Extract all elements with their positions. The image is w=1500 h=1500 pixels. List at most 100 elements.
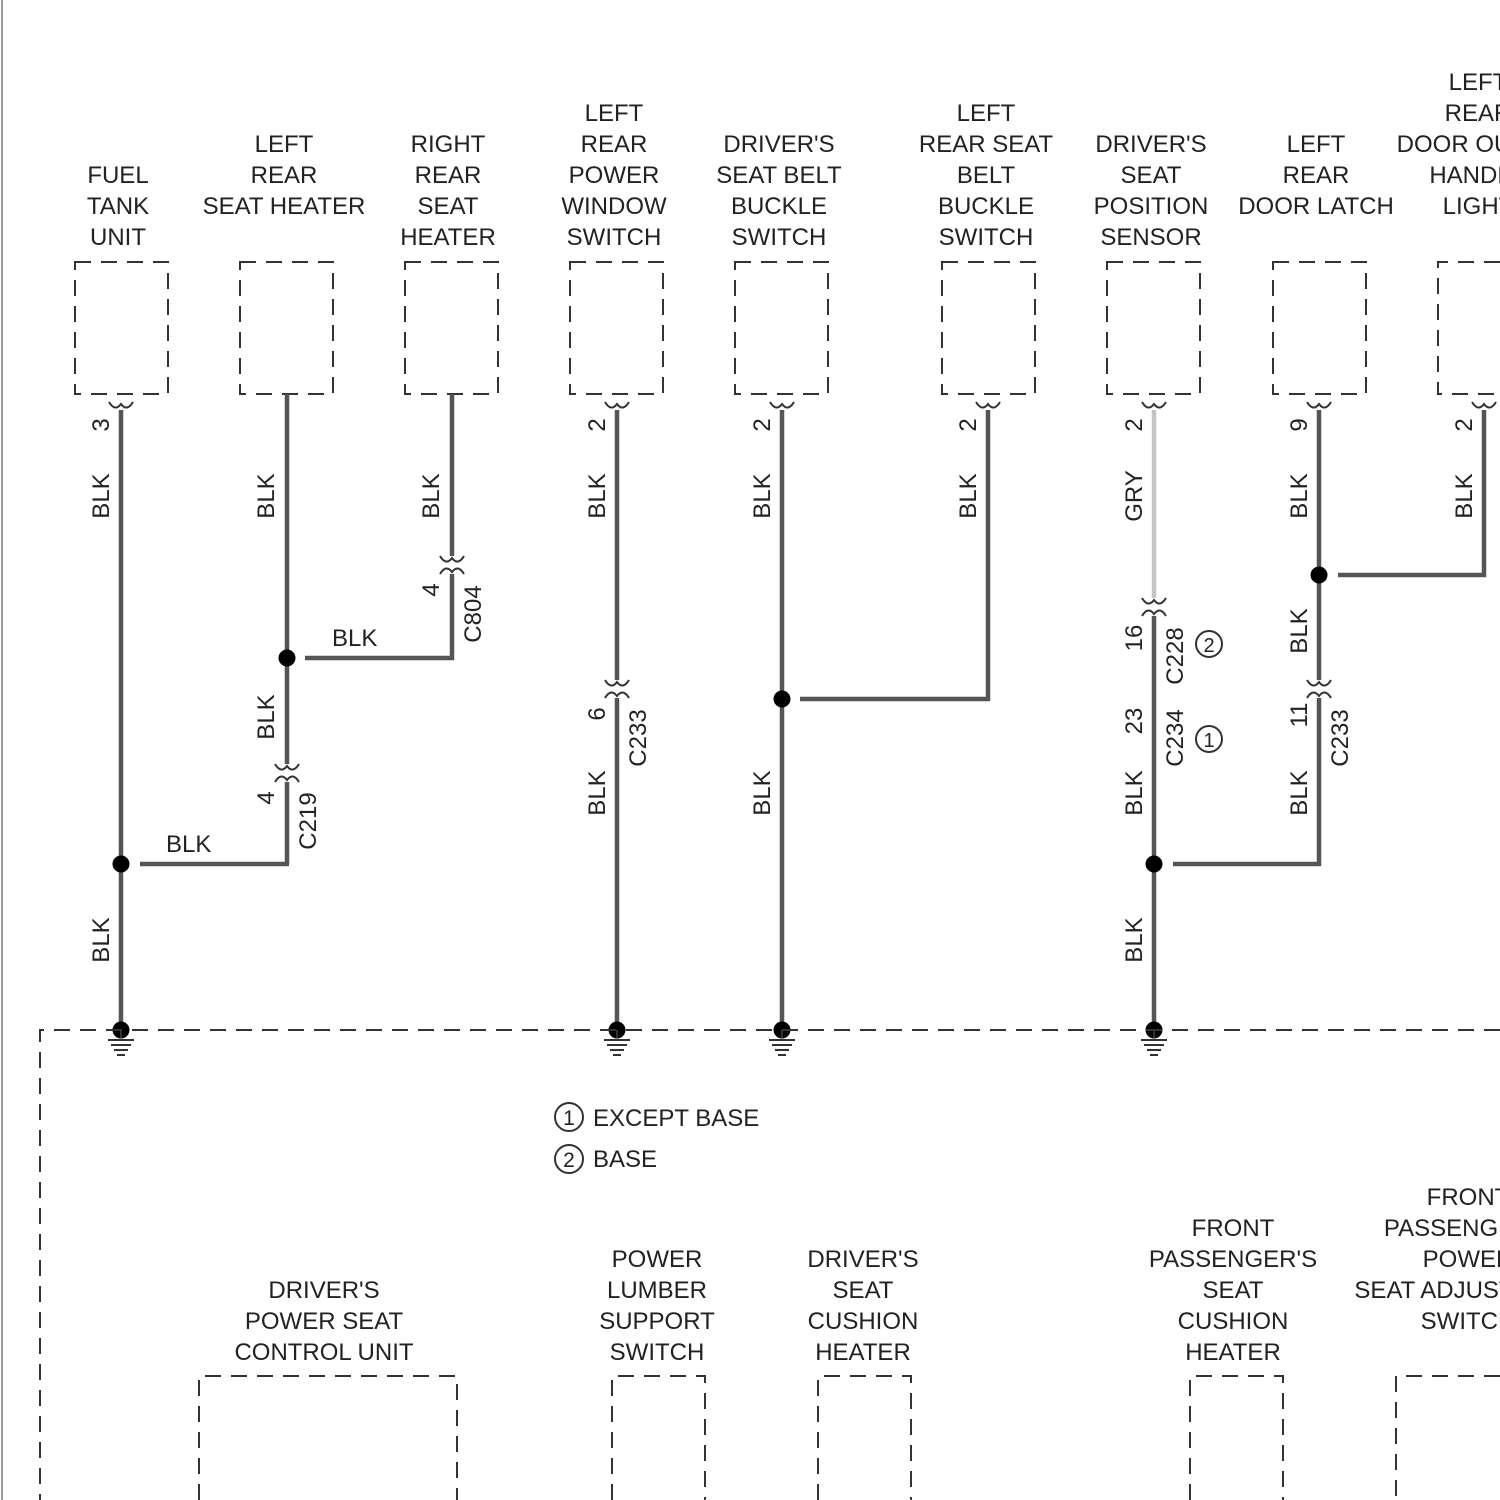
component-label: DRIVER'S (268, 1277, 379, 1304)
pin-label: 2 (1451, 418, 1478, 431)
connector-icon (440, 556, 464, 574)
component-label: DOOR OUTER (1397, 131, 1500, 158)
component-label: REAR (1445, 100, 1500, 127)
splice-dot (279, 650, 296, 667)
ground-icon (769, 1030, 795, 1055)
connector-pin: 4 (253, 791, 280, 804)
component-box (405, 262, 498, 394)
component-label: PASSENGER'S (1384, 1215, 1500, 1242)
component-fuel-tank-unit: FUEL TANK UNIT (75, 162, 168, 394)
wire-color-label: BLK (253, 473, 280, 518)
component-drivers-power-seat-control-unit: DRIVER'S POWER SEAT CONTROL UNIT (199, 1277, 457, 1500)
component-label: LUMBER (607, 1277, 707, 1304)
wire-color-label: BLK (749, 770, 776, 815)
connector-icon (1142, 598, 1166, 616)
component-label: WINDOW (561, 193, 667, 220)
connector-labels: 4 C804 4 C219 6 C233 16 C228 23 C234 11 … (253, 583, 1354, 849)
component-label: HEATER (815, 1339, 911, 1366)
pin-label: 3 (88, 418, 115, 431)
component-box (1438, 262, 1500, 394)
connector-pin: 4 (418, 583, 445, 596)
component-label: POWER (1423, 1246, 1500, 1273)
component-box (199, 1376, 457, 1500)
wire-color-label: BLK (1451, 473, 1478, 518)
component-label: HEATER (1185, 1339, 1281, 1366)
splice-dot (113, 856, 130, 873)
component-label: SEAT ADJUSTMENT (1354, 1277, 1500, 1304)
component-label: FRONT (1192, 1215, 1275, 1242)
variant-note: 1 (1203, 730, 1214, 752)
wire-color-label: BLK (88, 917, 115, 962)
component-label: REAR (581, 131, 648, 158)
component-box (612, 1376, 705, 1500)
component-box (75, 262, 168, 394)
connector-pin: 16 (1121, 625, 1148, 652)
component-label: LEFT (255, 131, 314, 158)
pin-label: 2 (1121, 418, 1148, 431)
wire-color-label: BLK (332, 625, 377, 652)
legend-text: EXCEPT BASE (593, 1105, 759, 1132)
wire-color-label: BLK (88, 473, 115, 518)
component-label: SWITCH (732, 224, 827, 251)
variant-note: 2 (1203, 635, 1214, 657)
component-label: BELT (957, 162, 1016, 189)
component-pin-connectors (109, 402, 1496, 408)
wires (121, 394, 1486, 1030)
component-right-rear-seat-heater: RIGHT REAR SEAT HEATER (400, 131, 498, 394)
component-label: HEATER (400, 224, 496, 251)
component-label: PASSENGER'S (1149, 1246, 1317, 1273)
component-label: SEAT (1203, 1277, 1264, 1304)
component-left-rear-power-window-switch: LEFT REAR POWER WINDOW SWITCH (561, 100, 667, 394)
pin-label: 2 (584, 418, 611, 431)
connector-icon (1307, 680, 1331, 698)
component-label: FUEL (87, 162, 148, 189)
connector-pin: 23 (1121, 708, 1148, 735)
connector-name: C233 (1327, 709, 1354, 766)
component-label: SWITCH (939, 224, 1034, 251)
connector-icon (109, 402, 133, 408)
component-label: SEAT (418, 193, 479, 220)
pin-label: 2 (955, 418, 982, 431)
component-label: POWER (569, 162, 660, 189)
wire-color-label: BLK (1121, 770, 1148, 815)
component-box (942, 262, 1035, 394)
component-label: DRIVER'S (723, 131, 834, 158)
component-left-rear-door-latch: LEFT REAR DOOR LATCH (1238, 131, 1394, 394)
component-box (570, 262, 663, 394)
splice-dot (1311, 567, 1328, 584)
component-front-passengers-seat-cushion-heater: FRONT PASSENGER'S SEAT CUSHION HEATER (1149, 1215, 1317, 1500)
wire-color-label: BLK (253, 694, 280, 739)
component-drivers-seat-belt-buckle-switch: DRIVER'S SEAT BELT BUCKLE SWITCH (716, 131, 842, 394)
ground-icon (108, 1030, 134, 1055)
connector-pin: 11 (1286, 703, 1313, 728)
component-box (1273, 262, 1366, 394)
component-label: DRIVER'S (1095, 131, 1206, 158)
wire-color-label: BLK (955, 473, 982, 518)
wire-color-label: BLK (1121, 917, 1148, 962)
component-label: FRONT (1427, 1184, 1500, 1211)
component-label: CONTROL UNIT (234, 1339, 413, 1366)
wire-color-label: BLK (584, 770, 611, 815)
connector-name: C228 (1162, 627, 1189, 684)
wire-color-label: BLK (1286, 770, 1313, 815)
connector-name: C234 (1162, 709, 1189, 766)
component-label: CUSHION (808, 1308, 919, 1335)
wire-color-label: BLK (1286, 608, 1313, 653)
component-box (818, 1376, 911, 1500)
component-box (240, 262, 333, 394)
component-box (1190, 1376, 1283, 1500)
component-label: LEFT (1287, 131, 1346, 158)
component-label: TANK (87, 193, 149, 220)
component-label: REAR (251, 162, 318, 189)
pin-label: 2 (749, 418, 776, 431)
wire-color-label: BLK (584, 473, 611, 518)
splice-dot (774, 691, 791, 708)
component-label: BUCKLE (938, 193, 1034, 220)
component-label: SWITCH (1421, 1308, 1500, 1335)
wire-color-label: BLK (418, 473, 445, 518)
component-label: LEFT (585, 100, 644, 127)
component-label: UNIT (90, 224, 146, 251)
legend: 1 EXCEPT BASE 2 BASE (555, 1103, 759, 1173)
component-label: SEAT (833, 1277, 894, 1304)
